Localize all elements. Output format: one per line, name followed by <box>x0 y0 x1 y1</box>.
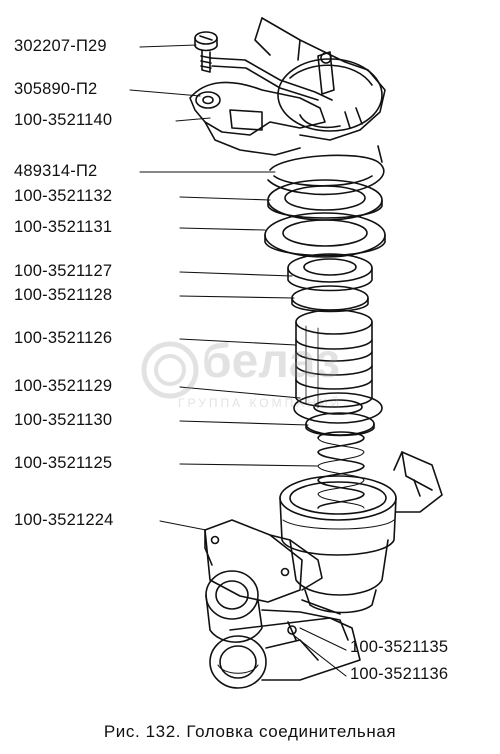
leader-3521129 <box>179 386 301 399</box>
watermark-logo-icon <box>141 341 199 399</box>
label-3521131: 100-3521131 <box>14 218 113 236</box>
label-3521126: 100-3521126 <box>14 329 113 347</box>
leader-3521127 <box>179 271 293 277</box>
leader-lines <box>129 44 347 677</box>
watermark: белаз ГРУППА КОМПАНИЙ <box>140 335 410 416</box>
watermark-brand: белаз <box>202 335 340 388</box>
valve-body <box>204 519 361 689</box>
leader-3521140 <box>175 117 211 122</box>
label-302207: 302207-П29 <box>14 37 107 55</box>
washer-stack <box>293 392 383 437</box>
label-3521224: 100-3521224 <box>14 511 114 529</box>
leader-3521135 <box>299 627 347 651</box>
leader-3521131 <box>179 227 266 231</box>
label-3521125: 100-3521125 <box>14 454 113 472</box>
leader-302207 <box>139 44 197 48</box>
watermark-tagline: ГРУППА КОМПАНИЙ <box>178 396 343 410</box>
label-3521132: 100-3521132 <box>14 187 113 205</box>
label-3521135: 100-3521135 <box>350 638 449 656</box>
coil-spring <box>317 431 365 509</box>
label-3521130: 100-3521130 <box>14 411 113 429</box>
label-3521136: 100-3521136 <box>350 665 449 683</box>
ring-seal-upper <box>287 253 373 313</box>
leader-3521136 <box>291 633 347 677</box>
label-3521127: 100-3521127 <box>14 262 113 280</box>
washer-upper <box>267 179 383 221</box>
label-3521128: 100-3521128 <box>14 286 113 304</box>
leader-3521130 <box>179 420 309 426</box>
figure-caption: Рис. 132. Головка соединительная <box>103 722 397 741</box>
leader-3521224 <box>159 520 207 531</box>
label-305890: 305890-П2 <box>14 80 98 98</box>
leader-3521125 <box>179 463 319 467</box>
leader-3521126 <box>179 338 297 346</box>
leader-3521128 <box>179 295 295 299</box>
label-3521129: 100-3521129 <box>14 377 113 395</box>
label-3521140: 100-3521140 <box>14 111 113 129</box>
housing-cup <box>279 451 443 614</box>
leader-305890 <box>129 89 201 97</box>
washer-lower <box>264 212 386 258</box>
screw <box>194 31 218 73</box>
top-cover-assembly <box>189 17 386 156</box>
label-489314: 489314-П2 <box>14 162 98 180</box>
leader-3521132 <box>179 196 271 201</box>
